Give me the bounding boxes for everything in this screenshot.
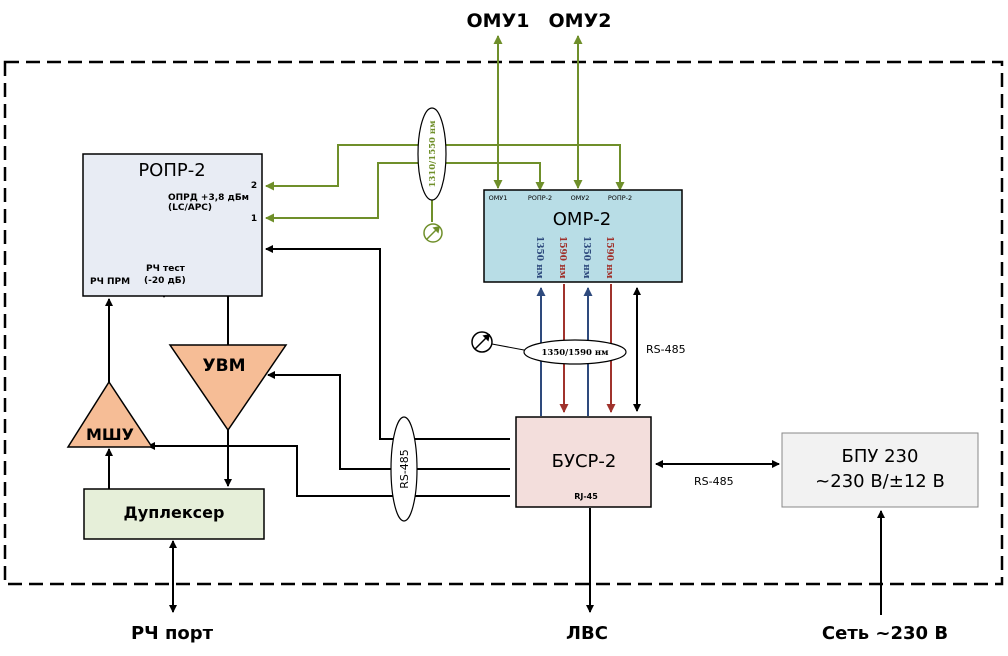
rs485-left-label: RS-485 — [398, 449, 411, 489]
wdm-mid-ellipse — [523, 339, 627, 365]
duplexer-box — [83, 488, 265, 540]
omr-port-label: ОМУ1 — [489, 194, 508, 202]
ropr-rch-test-line2: (-20 дБ) — [144, 276, 186, 286]
mshu-label: МШУ — [86, 425, 134, 444]
uvm-label: УВМ — [203, 356, 246, 376]
wdm-top-ellipse — [417, 107, 447, 201]
mains-label: Сеть ~230 В — [822, 623, 948, 644]
probe-icon — [471, 331, 525, 353]
mshu-amplifier: МШУ — [66, 380, 154, 448]
lan-label: ЛВС — [566, 623, 608, 644]
wdm-top-bundle: 1310/1550 нм — [417, 107, 447, 201]
ropr-port1-label: 1 — [251, 214, 257, 224]
wdm-top-label: 1310/1550 нм — [428, 120, 438, 188]
ropr-opr-line2: (LC/APC) — [168, 203, 212, 213]
wdm-mid-label: 1350/1590 нм — [542, 348, 610, 358]
rs485-left-bundle: RS-485 — [390, 416, 418, 522]
mshu-triangle — [66, 380, 154, 448]
rs485-left-ellipse — [390, 416, 418, 522]
omu1-label: ОМУ1 — [467, 10, 530, 32]
omr-wavelength-label: 1350 нм — [534, 236, 544, 279]
omr-port-label: РОПР-2 — [528, 194, 552, 202]
busr-title: БУСР-2 — [552, 451, 617, 472]
omr-port-label: РОПР-2 — [608, 194, 632, 202]
omr-wavelength-label: 1590 нм — [604, 236, 614, 279]
ropr-box — [82, 153, 263, 297]
control-lines — [105, 245, 885, 615]
rf-port-label: РЧ порт — [131, 623, 214, 644]
wdm-mid-bundle: 1350/1590 нм — [523, 339, 627, 365]
busr-uvm-control-line — [267, 371, 510, 470]
ropr-rch-test-line1: РЧ тест — [146, 264, 186, 274]
duplexer-block: Дуплексер — [83, 488, 265, 540]
bpu-line1: БПУ 230 — [842, 446, 919, 467]
busr-block: БУСР-2 RJ-45 — [515, 416, 652, 508]
omu2-label: ОМУ2 — [549, 10, 612, 32]
bpu-box — [781, 432, 979, 508]
busr-ropr-control-line — [265, 245, 510, 440]
ropr-opr-line1: ОПРД +3,8 дБм — [168, 193, 249, 203]
busr-rj45: RJ-45 — [574, 492, 598, 501]
omr-box — [483, 189, 683, 283]
omr-wavelength-label: 1350 нм — [581, 236, 591, 279]
optical-green-lines — [265, 35, 625, 223]
enclosure-boundary — [3, 60, 1004, 586]
omr-wavelength-label: 1590 нм — [557, 236, 567, 279]
duplexer-label: Дуплексер — [124, 503, 225, 522]
ropr-port2-label: 2 — [251, 181, 257, 191]
rs485-omr-label: RS-485 — [646, 343, 686, 356]
ropr-rch-prm: РЧ ПРМ — [90, 277, 130, 287]
uvm-amplifier: УВМ — [168, 344, 288, 432]
bpu-block: БПУ 230 ~230 В/±12 В — [781, 432, 979, 508]
busr-box — [515, 416, 652, 508]
ropr-block: РОПР-2 2 1 ОПРД +3,8 дБм (LC/APC) РЧ ПРМ… — [82, 153, 263, 297]
rs485-bpu-label: RS-485 — [694, 475, 734, 488]
omr-port-label: ОМУ2 — [571, 194, 590, 202]
uvm-triangle — [168, 344, 288, 432]
bpu-line2: ~230 В/±12 В — [815, 471, 945, 492]
probe-icon — [423, 223, 443, 243]
omr-block: ОМР-2 ОМУ1 РОПР-2 ОМУ2 РОПР-2 1350 нм 15… — [483, 189, 683, 283]
omr-title: ОМР-2 — [553, 209, 612, 230]
ropr-title: РОПР-2 — [138, 160, 205, 181]
green-line-port1 — [265, 162, 545, 223]
